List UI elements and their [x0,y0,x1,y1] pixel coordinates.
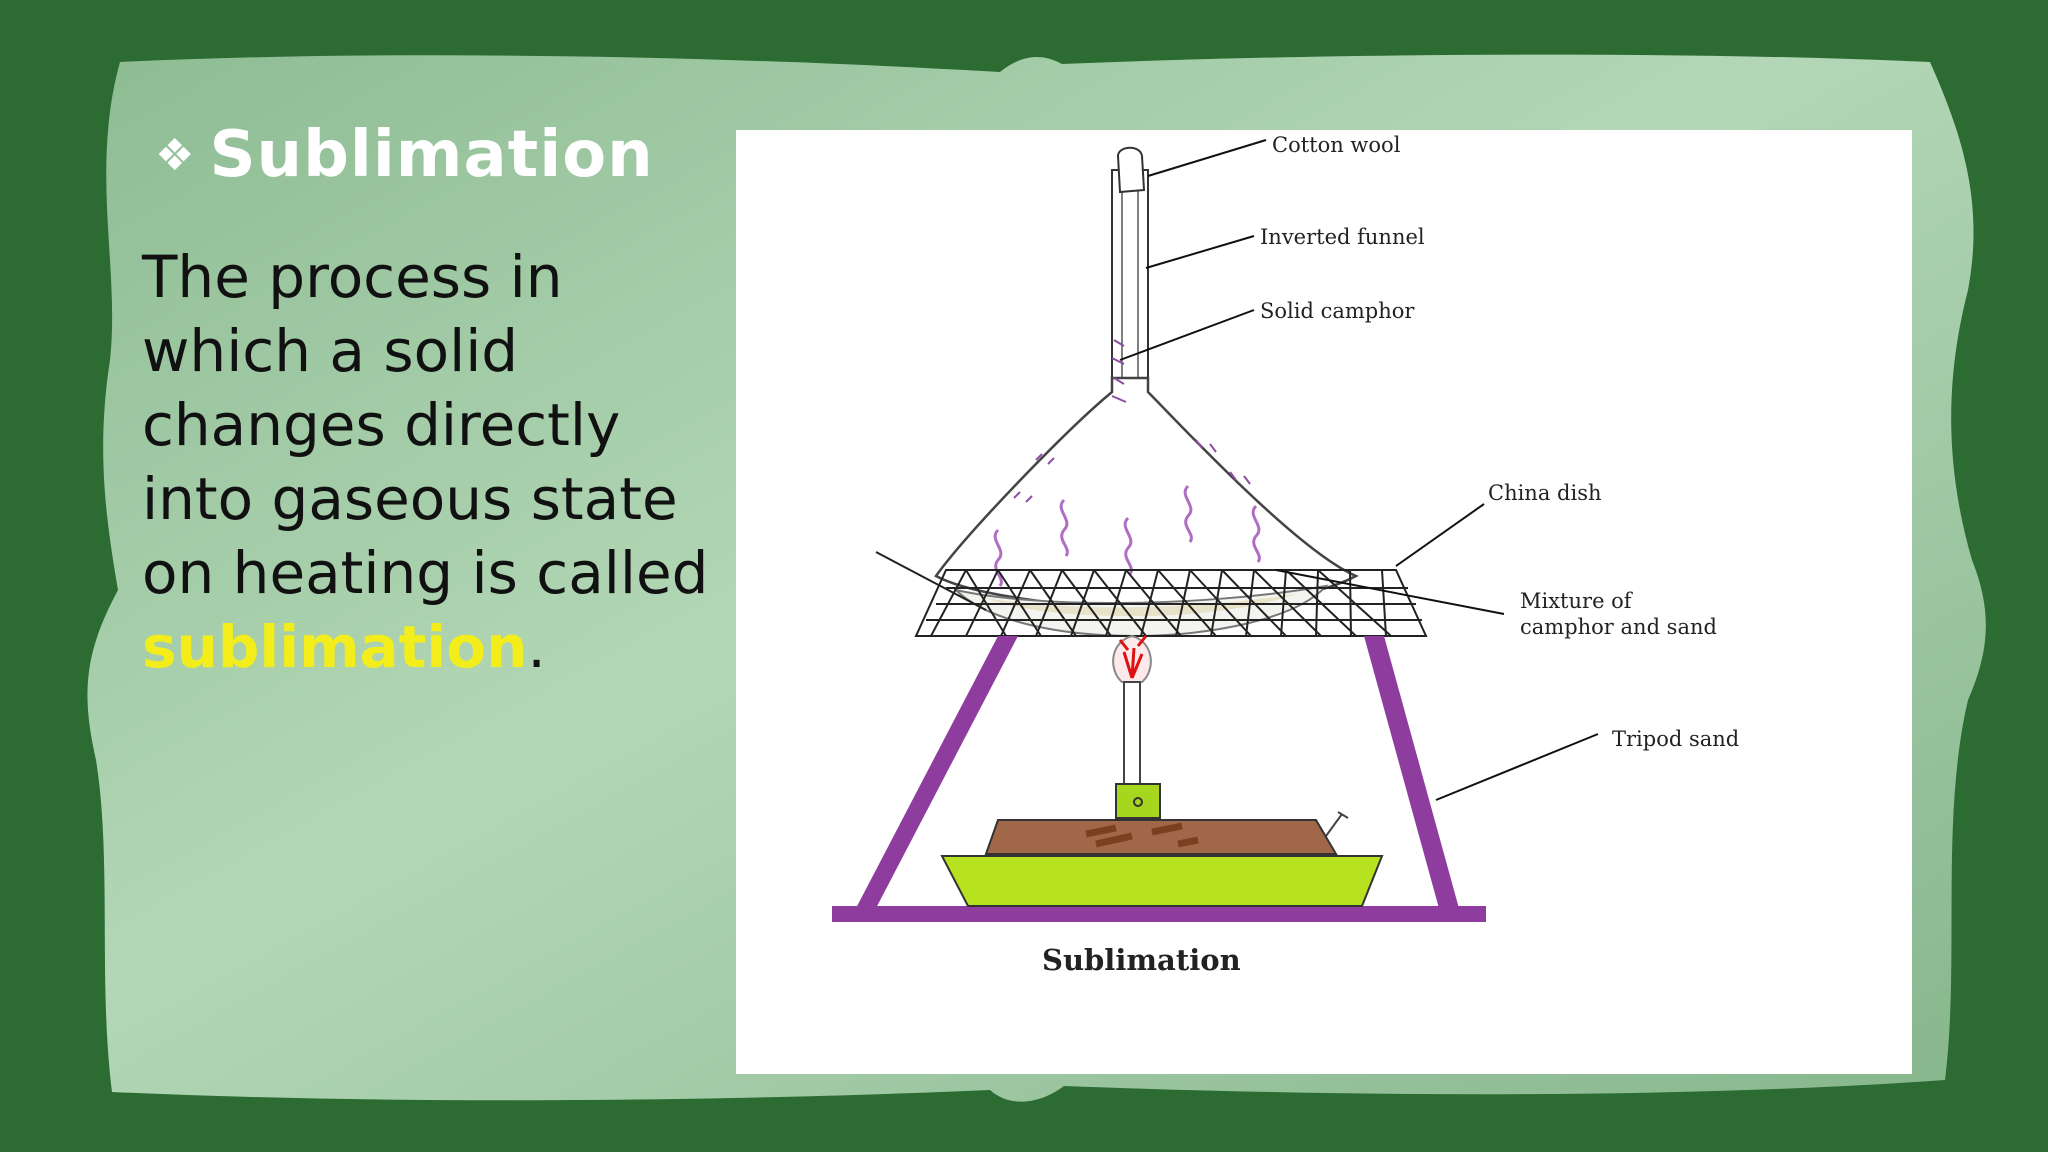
tripod-leg-left [854,636,1018,912]
diagram-caption: Sublimation [1042,943,1241,977]
label-mixture-line1: Mixture of [1520,589,1634,613]
burner-body [984,819,1338,855]
definition-text: The process in which a solid changes dir… [142,240,732,684]
burner-base-tray [940,855,1384,907]
label-solid-camphor: Solid camphor [1260,299,1415,323]
cotton-wool-plug [1116,146,1146,194]
definition-period: . [527,613,546,681]
sublimation-diagram: Cotton wool Inverted funnel Solid campho… [736,130,1912,1074]
burner-valve [1115,783,1161,819]
label-tripod-stand: Tripod sand [1612,727,1739,751]
label-inverted-funnel: Inverted funnel [1260,225,1425,249]
label-mixture-line2: camphor and sand [1520,615,1717,639]
slide-title-text: Sublimation [209,118,654,192]
tripod-base [832,906,1486,922]
label-china-dish: China dish [1488,481,1602,505]
diamond-bullet-icon: ❖ [155,130,196,181]
burner-stem [1123,681,1141,789]
label-cotton-wool: Cotton wool [1272,133,1401,157]
slide-title: ❖ Sublimation [155,118,654,192]
definition-body: The process in which a solid changes dir… [142,243,709,607]
definition-highlight: sublimation [142,613,528,681]
wire-gauze [875,551,1428,637]
diagram-leader-lines [1119,139,1599,801]
camphor-sand-mixture [986,594,1296,616]
tripod-leg-right [1364,636,1460,912]
diagram-apparatus [832,146,1486,922]
